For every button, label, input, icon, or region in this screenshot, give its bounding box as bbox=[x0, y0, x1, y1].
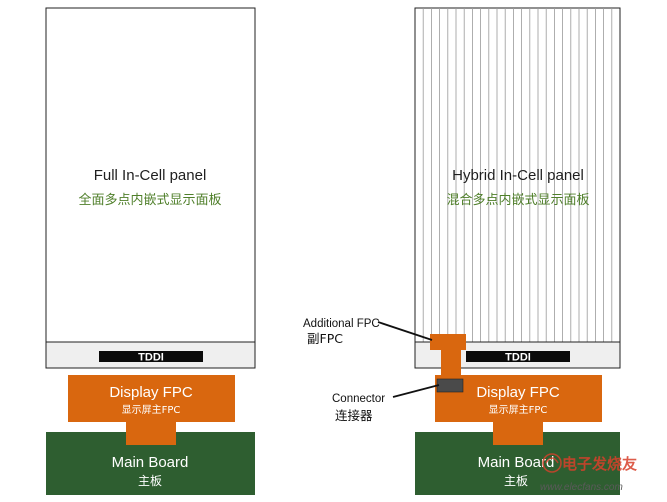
hybrid-incell-sensor-lines bbox=[422, 8, 613, 342]
full-incell-board-title: Main Board bbox=[112, 454, 189, 471]
watermark-logo-icon bbox=[542, 453, 562, 473]
full-incell-panel-subtitle: 全面多点内嵌式显示面板 bbox=[78, 192, 221, 208]
hybrid-incell-panel-subtitle: 混合多点内嵌式显示面板 bbox=[446, 192, 589, 208]
hybrid-incell-panel bbox=[414, 7, 621, 343]
connector-label-zh: 连接器 bbox=[335, 408, 373, 423]
hybrid-incell-tddi-chip bbox=[466, 351, 570, 362]
full-incell-panel-title: Full In-Cell panel bbox=[94, 167, 207, 184]
full-incell-board-subtitle: 主板 bbox=[138, 474, 162, 488]
additional-fpc-leader-line bbox=[377, 321, 433, 341]
full-incell-display-fpc bbox=[68, 375, 235, 422]
connector-block bbox=[436, 378, 464, 393]
hybrid-incell-board-subtitle: 主板 bbox=[504, 474, 528, 488]
hybrid-incell-panel-title: Hybrid In-Cell panel bbox=[452, 167, 584, 184]
full-incell-fpc-subtitle: 显示屏主FPC bbox=[122, 404, 181, 416]
full-incell-tddi-chip bbox=[99, 351, 203, 362]
watermark: 电子发烧友 www.elecfans.com bbox=[540, 453, 637, 493]
hybrid-incell-stack: Hybrid In-Cell panel 混合多点内嵌式显示面板 TDDI Di… bbox=[414, 7, 621, 495]
full-incell-tddi-label: TDDI bbox=[138, 352, 164, 364]
full-incell-stack: Full In-Cell panel 全面多点内嵌式显示面板 TDDI Disp… bbox=[45, 7, 256, 495]
hybrid-incell-fpc-subtitle: 显示屏主FPC bbox=[489, 404, 548, 416]
full-incell-panel bbox=[45, 7, 256, 343]
callouts: Additional FPC 副FPC Connector 连接器 bbox=[303, 318, 440, 423]
watermark-text: 电子发烧友 bbox=[562, 455, 637, 473]
hybrid-incell-tddi-label: TDDI bbox=[505, 352, 531, 364]
connector-label-en: Connector bbox=[332, 393, 385, 405]
full-incell-fpc-title: Display FPC bbox=[109, 384, 193, 401]
additional-fpc-label-en: Additional FPC bbox=[303, 318, 380, 330]
full-incell-fpc-tail-overlap bbox=[126, 432, 176, 445]
additional-fpc-label-zh: 副FPC bbox=[307, 331, 343, 346]
connector-leader-line bbox=[392, 384, 440, 398]
additional-fpc-top bbox=[430, 334, 466, 350]
hybrid-incell-board-title: Main Board bbox=[478, 454, 555, 471]
hybrid-incell-fpc-title: Display FPC bbox=[476, 384, 560, 401]
hybrid-incell-fpc-tail-overlap bbox=[493, 432, 543, 445]
watermark-url: www.elecfans.com bbox=[540, 482, 623, 493]
